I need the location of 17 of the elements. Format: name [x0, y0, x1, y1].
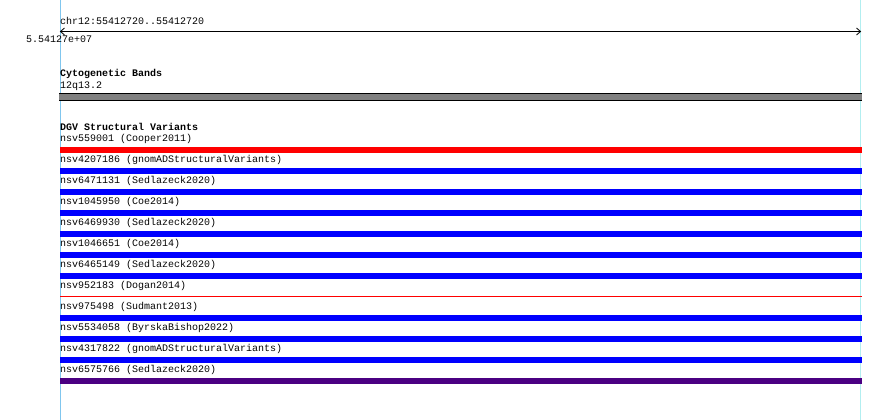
feature-label: nsv559001 (Cooper2011) — [60, 134, 192, 146]
feature-label: nsv6471131 (Sedlazeck2020) — [60, 176, 216, 188]
feature-label: nsv1046651 (Coe2014) — [60, 239, 180, 251]
scale-position: 5.54127e+07 — [26, 35, 92, 47]
feature-label: nsv6465149 (Sedlazeck2020) — [60, 260, 216, 272]
track-title: DGV Structural Variants — [60, 123, 198, 134]
feature-label: nsv1045950 (Coe2014) — [60, 197, 180, 209]
feature-label: nsv6575766 (Sedlazeck2020) — [60, 365, 216, 377]
band-name: 12q13.2 — [60, 81, 102, 93]
region-coordinates: chr12:55412720..55412720 — [60, 17, 204, 29]
track-title: Cytogenetic Bands — [60, 69, 162, 81]
feature-label: nsv4207186 (gnomADStructuralVariants) — [60, 155, 282, 167]
feature-label: nsv6469930 (Sedlazeck2020) — [60, 218, 216, 230]
feature-label: nsv952183 (Dogan2014) — [60, 281, 186, 293]
feature-label: nsv5534058 (ByrskaBishop2022) — [60, 323, 234, 335]
feature-label: nsv975498 (Sudmant2013) — [60, 302, 198, 314]
feature-label: nsv4317822 (gnomADStructuralVariants) — [60, 344, 282, 356]
